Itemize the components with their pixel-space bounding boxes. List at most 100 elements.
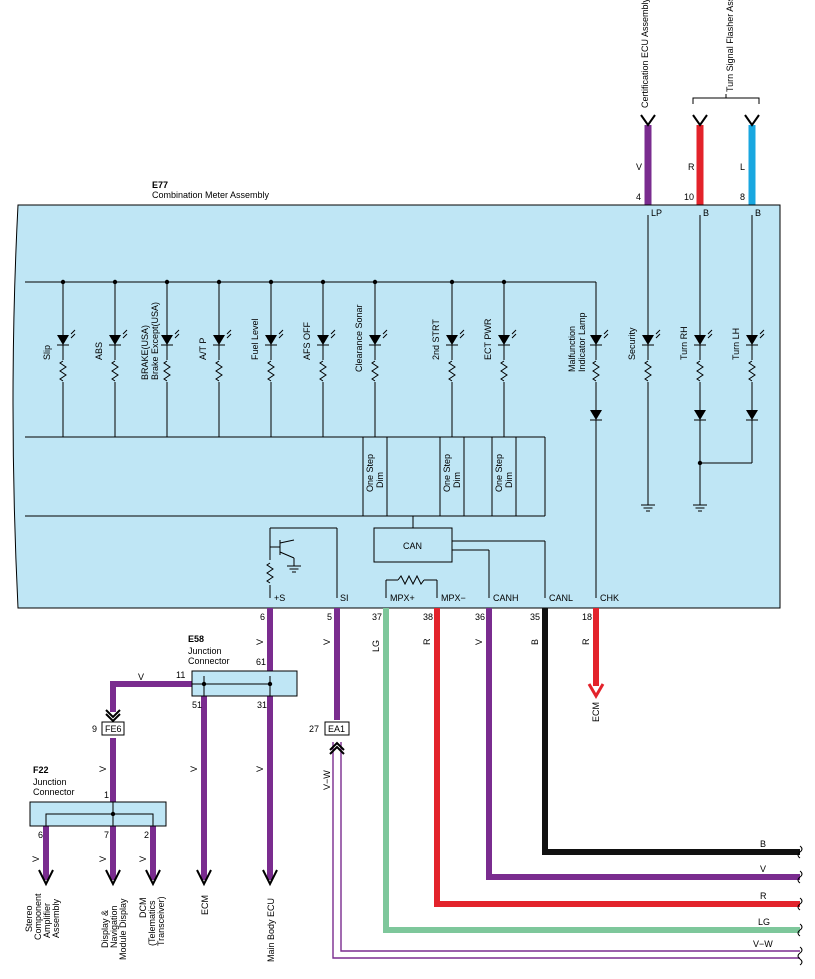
- cert-ecu-label: Certification ECU Assembly: [640, 0, 650, 108]
- combination-meter-box: [12, 204, 781, 609]
- e58-pin61: 61: [256, 657, 266, 667]
- dim2-l1: One Step: [442, 454, 452, 492]
- lower-wires: [43, 608, 800, 933]
- e58-dot-2: [267, 681, 273, 687]
- term-mpx-minus: MPX−: [441, 593, 466, 603]
- w1-color: V: [636, 162, 642, 172]
- wc-v-263: V: [255, 766, 265, 772]
- term-canl: CANL: [549, 593, 573, 603]
- wc-v-106: V: [98, 766, 108, 772]
- w2-pin: 10: [684, 192, 694, 202]
- display-l1: Display &: [100, 910, 110, 948]
- label-security: Security: [627, 327, 637, 360]
- wc-v-482: V: [474, 639, 484, 645]
- display-l3: Module Display: [118, 898, 128, 960]
- pin-18: 18: [582, 612, 592, 622]
- term-b2: B: [755, 208, 761, 218]
- label-turn-lh: Turn LH: [731, 328, 741, 360]
- label-indicator-lamp: Indicator Lamp: [577, 312, 587, 372]
- f22-l2: Connector: [33, 787, 75, 797]
- wc-vw-right: V−W: [753, 939, 773, 949]
- pin-35: 35: [530, 612, 540, 622]
- ea1-label: EA1: [328, 724, 345, 734]
- term-lp: LP: [651, 208, 662, 218]
- wc-r-589: R: [581, 638, 591, 645]
- pin-5: 5: [327, 612, 332, 622]
- wc-r-right: R: [760, 891, 767, 901]
- ecm-label-e58: ECM: [200, 895, 210, 915]
- wc-lg-379: LG: [371, 640, 381, 652]
- stereo-l4: Assembly: [51, 898, 61, 938]
- w3-pin: 8: [740, 192, 745, 202]
- wc-v-right: V: [760, 864, 766, 874]
- stereo-l3: Amplifier: [42, 903, 52, 938]
- f22-dot: [110, 811, 116, 817]
- label-2nd-strt: 2nd STRT: [431, 319, 441, 360]
- label-malfunction: Malfunction: [567, 326, 577, 372]
- f22-pin2: 2: [144, 830, 149, 840]
- label-at-p: A/T P: [198, 338, 208, 360]
- dim2-l2: Dim: [452, 472, 462, 488]
- stereo-l2: Component: [33, 893, 43, 940]
- dcm-l3: Transceiver): [156, 896, 166, 946]
- ea1-pin: 27: [309, 724, 319, 734]
- wire-arrows: [38, 683, 605, 887]
- meter-internal-circuit: [25, 215, 753, 598]
- display-l2: Navigation: [109, 905, 119, 948]
- e58-l1: Junction: [188, 646, 222, 656]
- fe6-connector: [101, 721, 125, 736]
- term-plus-s: +S: [274, 593, 285, 603]
- dim3-l1: One Step: [494, 454, 504, 492]
- label-slip: Slip: [42, 345, 52, 360]
- pin-37: 37: [372, 612, 382, 622]
- term-mpx-plus: MPX+: [390, 593, 415, 603]
- e58-pin31: 31: [257, 700, 267, 710]
- e58-dot-1: [201, 681, 207, 687]
- e58-pin51: 51: [192, 700, 202, 710]
- w3-color: L: [740, 162, 745, 172]
- wc-lg-right: LG: [758, 917, 770, 927]
- term-canh: CANH: [493, 593, 519, 603]
- f22-l1: Junction: [33, 777, 67, 787]
- wc-b-right: B: [760, 839, 766, 849]
- ea1-connector: [324, 721, 350, 736]
- meter-code: E77: [152, 180, 168, 190]
- term-chk: CHK: [600, 593, 619, 603]
- wc-v-270: V: [255, 639, 265, 645]
- term-b1: B: [703, 208, 709, 218]
- wc-v-330: V: [322, 639, 332, 645]
- meter-name: Combination Meter Assembly: [152, 190, 270, 200]
- label-brake-usa: BRAKE(USA): [140, 325, 150, 380]
- e58-pin11: 11: [176, 670, 185, 680]
- stereo-l1: Stereo: [24, 905, 34, 932]
- can-label: CAN: [403, 541, 422, 551]
- wc-v-39: V: [31, 856, 41, 862]
- dcm-l1: DCM: [138, 898, 148, 919]
- f22-pin6: 6: [38, 830, 43, 840]
- label-abs: ABS: [94, 342, 104, 360]
- wc-v-h-e58: V: [138, 672, 144, 682]
- term-si: SI: [340, 593, 349, 603]
- label-afs-off: AFS OFF: [302, 321, 312, 360]
- dim1-l2: Dim: [375, 472, 385, 488]
- top-wires: [640, 94, 760, 205]
- main-body-ecu-label: Main Body ECU: [266, 898, 276, 962]
- label-turn-rh: Turn RH: [679, 326, 689, 360]
- dcm-l2: (Telematics: [147, 900, 157, 946]
- f22-code: F22: [33, 765, 49, 775]
- label-brake-except: Brake Except(USA): [150, 302, 160, 380]
- junction-dots: [60, 279, 703, 466]
- e58-code: E58: [188, 634, 204, 644]
- label-clearance-sonar: Clearance Sonar: [354, 304, 364, 372]
- wc-v-146: V: [138, 856, 148, 862]
- fe6-label: FE6: [105, 724, 122, 734]
- w2-color: R: [688, 162, 695, 172]
- turn-flasher-label: Turn Signal Flasher Assembly: [725, 0, 735, 92]
- wc-b-538: B: [530, 639, 540, 645]
- wc-r-430: R: [422, 638, 432, 645]
- dim3-l2: Dim: [504, 472, 514, 488]
- wc-vw-330: V−W: [322, 770, 332, 790]
- dim1-l1: One Step: [365, 454, 375, 492]
- wc-v-106b: V: [98, 856, 108, 862]
